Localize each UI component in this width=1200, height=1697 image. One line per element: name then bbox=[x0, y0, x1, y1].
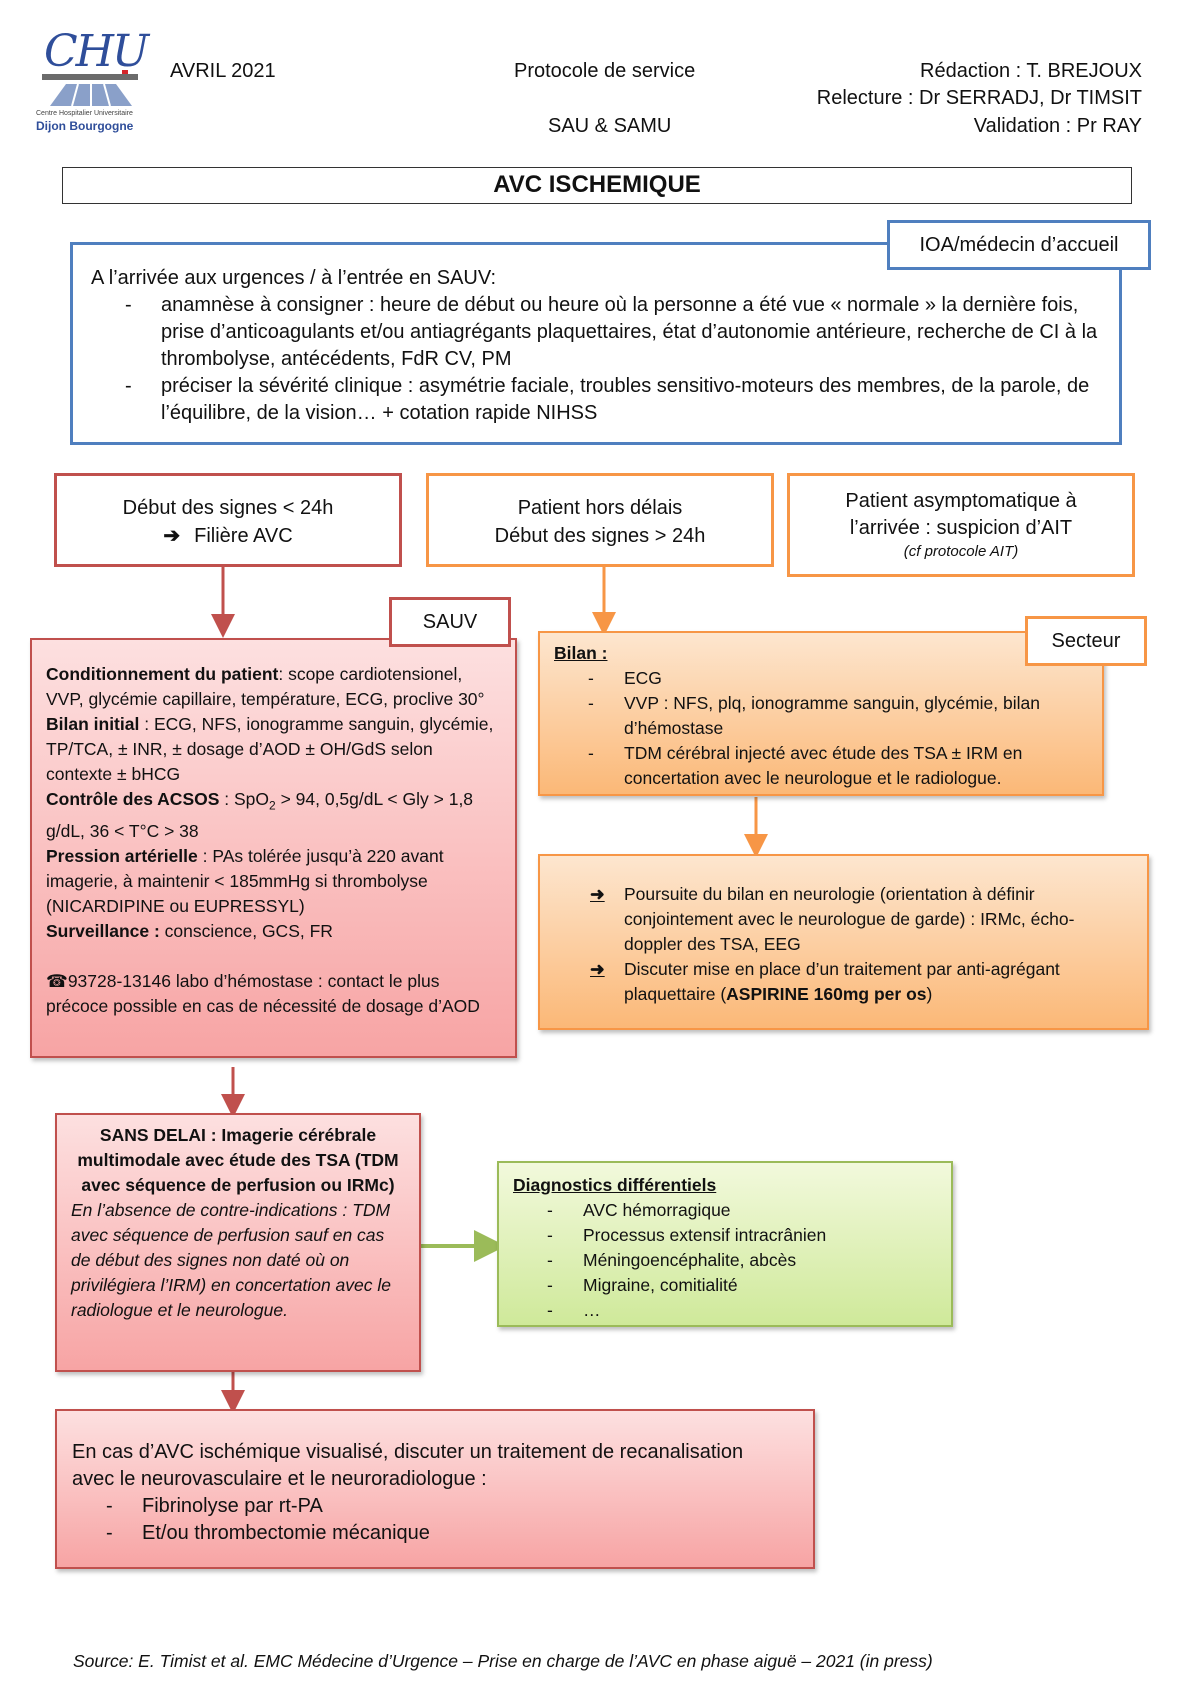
list-item: Méningoencéphalite, abcès bbox=[513, 1248, 937, 1273]
diagnostics-box: Diagnostics différentiels AVC hémorragiq… bbox=[497, 1161, 953, 1327]
secteur-box: Bilan : ECG VVP : NFS, plq, ionogramme s… bbox=[538, 631, 1104, 796]
sauv-acsos-text2: > 94, 0,5g/dL < Gly > 1,8 g/dL, 36 < T°C… bbox=[46, 789, 474, 841]
imagerie-italic: En l’absence de contre-indications : TDM… bbox=[71, 1200, 391, 1320]
secteur-tag: Secteur bbox=[1025, 616, 1147, 666]
list-item: Migraine, comitialité bbox=[513, 1273, 937, 1298]
branch-hors-delais-line1: Patient hors délais bbox=[517, 497, 683, 519]
secteur-bilan-label: Bilan : bbox=[554, 643, 608, 663]
logo-subtitle: Centre Hospitalier Universitaire bbox=[36, 110, 133, 117]
accueil-tag: IOA/médecin d’accueil bbox=[887, 220, 1151, 270]
list-item: Et/ou thrombectomie mécanique bbox=[72, 1520, 797, 1547]
sauv-acsos-text: : SpO bbox=[219, 789, 270, 809]
sauv-tag: SAUV bbox=[389, 597, 511, 647]
branch-avc-filiere: Filière AVC bbox=[194, 525, 293, 547]
header-service: SAU & SAMU bbox=[548, 115, 672, 137]
chu-logo-text: CHU bbox=[44, 26, 149, 77]
list-item: Processus extensif intracrânien bbox=[513, 1223, 937, 1248]
list-item: Discuter mise en place d’un traitement p… bbox=[540, 957, 1123, 1007]
list-item: … bbox=[513, 1298, 937, 1323]
sauv-surv-text: conscience, GCS, FR bbox=[159, 920, 333, 941]
phone-icon: ☎ bbox=[46, 970, 68, 991]
accueil-list: anamnèse à consigner : heure de début ou… bbox=[91, 292, 1103, 427]
branch-avc-line1: Début des signes < 24h bbox=[122, 497, 334, 519]
imagerie-bold: SANS DELAI : Imagerie cérébrale multimod… bbox=[77, 1125, 399, 1195]
sauv-acsos-label: Contrôle des ACSOS bbox=[46, 789, 220, 809]
sauv-phone: ☎93728-13146 labo d’hémostase : contact … bbox=[46, 969, 501, 1019]
list-item: ECG bbox=[554, 666, 1068, 691]
branch-avc: Début des signes < 24h ➔ Filière AVC bbox=[54, 473, 402, 567]
sauv-bilan: Bilan initial : ECG, NFS, ionogramme san… bbox=[46, 712, 501, 787]
list-item: Poursuite du bilan en neurologie (orient… bbox=[540, 882, 1123, 957]
sauv-box: Conditionnement du patient: scope cardio… bbox=[30, 638, 517, 1058]
list-item: anamnèse à consigner : heure de début ou… bbox=[91, 292, 1103, 373]
header-doc-type: Protocole de service bbox=[514, 60, 696, 82]
list-item: TDM cérébral injecté avec étude des TSA … bbox=[554, 741, 1068, 791]
sauv-conditionnement: Conditionnement du patient: scope cardio… bbox=[46, 662, 501, 712]
sauv-bilan-text: : ECG, NFS, ionogramme sanguin, glycémie… bbox=[46, 714, 494, 784]
sauv-acsos-sub: 2 bbox=[269, 798, 276, 813]
sauv-pa-label: Pression artérielle bbox=[46, 845, 198, 866]
sauv-tag-text: SAUV bbox=[422, 611, 478, 633]
list-item: préciser la sévérité clinique : asymétri… bbox=[91, 373, 1103, 427]
diagnostics-title: Diagnostics différentiels bbox=[513, 1175, 717, 1195]
header-validation: Validation : Pr RAY bbox=[973, 115, 1142, 137]
recanalisation-box: En cas d’AVC ischémique visualisé, discu… bbox=[55, 1409, 815, 1569]
header-redaction: Rédaction : T. BREJOUX bbox=[920, 60, 1142, 82]
suite-list: Poursuite du bilan en neurologie (orient… bbox=[540, 882, 1123, 1007]
sauv-pression: Pression artérielle : PAs tolérée jusqu’… bbox=[46, 844, 501, 919]
header-date: AVRIL 2021 bbox=[170, 60, 276, 82]
accueil-box: A l’arrivée aux urgences / à l’entrée en… bbox=[70, 242, 1122, 445]
chu-logo: CHU Centre Hospitalier Universitaire Dij… bbox=[36, 26, 149, 133]
logo-city: Dijon Bourgogne bbox=[36, 119, 134, 133]
sauv-surveillance: Surveillance : conscience, GCS, FR bbox=[46, 919, 501, 944]
arrow-right-icon: ➔ bbox=[163, 525, 181, 547]
page-title-text: AVC ISCHEMIQUE bbox=[493, 171, 701, 198]
recanalisation-list: Fibrinolyse par rt-PA Et/ou thrombectomi… bbox=[72, 1493, 797, 1547]
list-item: AVC hémorragique bbox=[513, 1198, 937, 1223]
source-citation: Source: E. Timist et al. EMC Médecine d’… bbox=[73, 1651, 933, 1671]
sauv-surv-label: Surveillance : bbox=[46, 920, 160, 941]
secteur-tag-text: Secteur bbox=[1051, 630, 1121, 652]
sauv-cond-text: : scope cardiotensionel, VVP, glycémie c… bbox=[46, 664, 485, 709]
accueil-intro: A l’arrivée aux urgences / à l’entrée en… bbox=[91, 267, 497, 289]
list-item: VVP : NFS, plq, ionogramme sanguin, glyc… bbox=[554, 691, 1068, 741]
branch-ait-line2: l’arrivée : suspicion d’AIT bbox=[849, 517, 1073, 539]
sauv-bilan-label: Bilan initial bbox=[46, 714, 140, 734]
diagnostics-list: AVC hémorragique Processus extensif intr… bbox=[513, 1198, 937, 1323]
header-relecture: Relecture : Dr SERRADJ, Dr TIMSIT bbox=[816, 87, 1142, 109]
suite-box: Poursuite du bilan en neurologie (orient… bbox=[538, 854, 1149, 1030]
imagerie-box: SANS DELAI : Imagerie cérébrale multimod… bbox=[55, 1113, 421, 1372]
suite-item2-end: ) bbox=[926, 984, 933, 1004]
suite-item2-bold: ASPIRINE 160mg per os bbox=[726, 984, 927, 1004]
branch-ait-note: (cf protocole AIT) bbox=[903, 543, 1019, 560]
sauv-cond-label: Conditionnement du patient bbox=[46, 664, 279, 684]
sauv-pa-text: : PAs tolérée jusqu’à 220 avant imagerie… bbox=[46, 845, 444, 916]
accueil-tag-text: IOA/médecin d’accueil bbox=[919, 234, 1119, 256]
list-item: Fibrinolyse par rt-PA bbox=[72, 1493, 797, 1520]
branch-hors-delais: Patient hors délais Début des signes > 2… bbox=[426, 473, 774, 567]
sauv-phone-text: 93728-13146 labo d’hémostase : contact l… bbox=[46, 970, 480, 1016]
branch-ait: Patient asymptomatique à l’arrivée : sus… bbox=[787, 473, 1135, 577]
page-title: AVC ISCHEMIQUE bbox=[62, 167, 1132, 204]
branch-hors-delais-line2: Début des signes > 24h bbox=[494, 525, 706, 547]
branch-avc-line2: ➔ Filière AVC bbox=[57, 522, 399, 550]
suite-item2-text: Discuter mise en place d’un traitement p… bbox=[624, 959, 1060, 1004]
sauv-acsos: Contrôle des ACSOS : SpO2 > 94, 0,5g/dL … bbox=[46, 787, 501, 844]
logo-graphic-icon bbox=[42, 70, 138, 107]
recanalisation-text: En cas d’AVC ischémique visualisé, discu… bbox=[72, 1441, 744, 1490]
branch-ait-line1: Patient asymptomatique à bbox=[845, 490, 1077, 512]
secteur-list: ECG VVP : NFS, plq, ionogramme sanguin, … bbox=[554, 666, 1088, 791]
